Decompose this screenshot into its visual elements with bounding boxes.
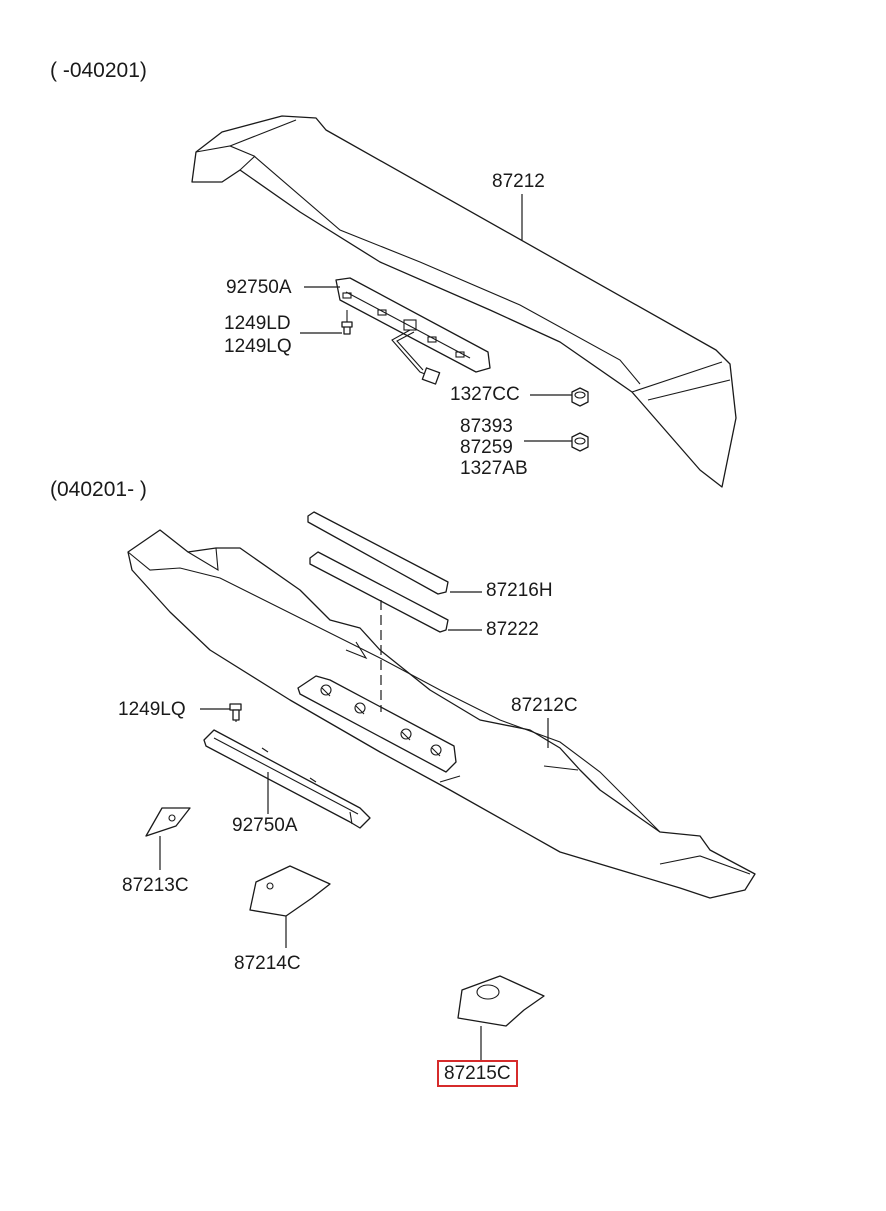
part-label-1249LD[interactable]: 1249LD: [224, 313, 291, 334]
part-label-1327CC[interactable]: 1327CC: [450, 384, 520, 405]
part-label-87214C[interactable]: 87214C: [234, 953, 301, 974]
part-label-1249LQ-bottom[interactable]: 1249LQ: [118, 699, 186, 720]
part-label-92750A-top[interactable]: 92750A: [226, 277, 292, 298]
screw-bottom: [229, 703, 242, 722]
spoiler-87212: [191, 115, 737, 488]
part-label-87393[interactable]: 87393: [460, 416, 513, 437]
part-label-87212[interactable]: 87212: [492, 171, 545, 192]
section-label-before: ( -040201): [50, 59, 147, 82]
part-label-1249LQ-top[interactable]: 1249LQ: [224, 336, 292, 357]
strip-87216H: [307, 511, 449, 595]
section-label-after: (040201- ): [50, 478, 147, 501]
part-label-87213C[interactable]: 87213C: [122, 875, 189, 896]
part-label-87212C[interactable]: 87212C: [511, 695, 578, 716]
stop-lamp-92750A-top: [335, 277, 491, 385]
pad-87214C: [249, 865, 331, 917]
part-label-87216H[interactable]: 87216H: [486, 580, 553, 601]
part-label-87215C-highlighted[interactable]: 87215C: [437, 1060, 518, 1087]
stop-lamp-92750A-bottom: [203, 729, 371, 829]
part-label-1327AB[interactable]: 1327AB: [460, 458, 528, 479]
screw-top: [341, 310, 353, 335]
spoiler-87212C: [127, 529, 756, 899]
pad-87215C: [457, 975, 545, 1027]
part-label-92750A-bottom[interactable]: 92750A: [232, 815, 298, 836]
part-label-87259[interactable]: 87259: [460, 437, 513, 458]
pad-87213C: [145, 807, 191, 837]
strip-87222: [309, 551, 449, 633]
nut-1327CC: [571, 387, 589, 407]
nut-1327AB: [571, 432, 589, 452]
part-label-87222[interactable]: 87222: [486, 619, 539, 640]
